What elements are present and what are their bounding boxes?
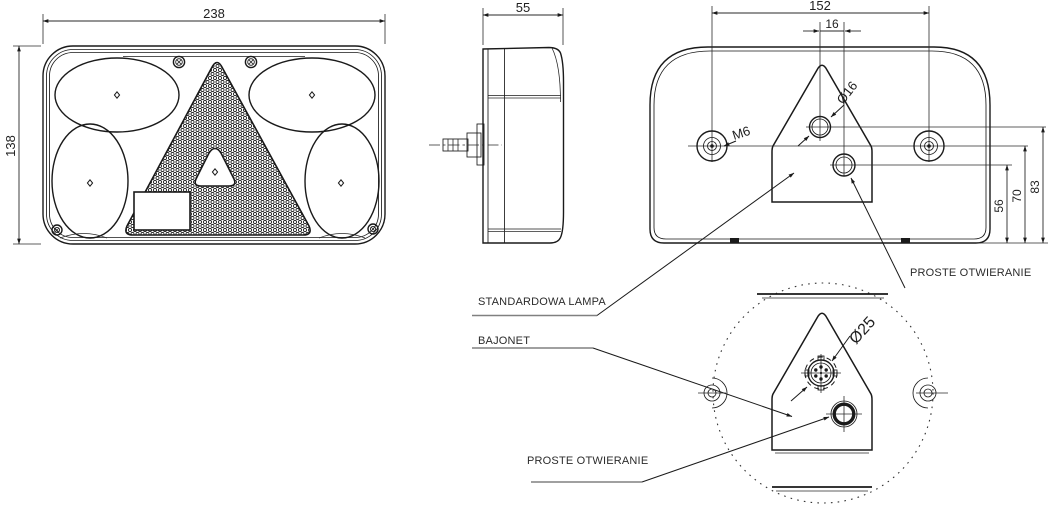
front-screw-left <box>172 55 186 69</box>
front-lens-side-left <box>51 123 129 239</box>
front-triangle-cutout <box>194 147 236 187</box>
detail-lower-hole <box>826 396 862 432</box>
side-depth-value: 55 <box>516 0 530 15</box>
lower-hole-height-value: 56 <box>992 199 1006 213</box>
front-view: 238 138 <box>3 6 386 245</box>
simple-opening-label-upper: PROSTE OTWIERANIE <box>910 267 1031 279</box>
bayonet-label: BAJONET <box>478 335 530 347</box>
detail-view-bayonet: Ø25 <box>698 282 948 504</box>
front-height-dimension: 138 <box>3 45 41 245</box>
bayonet-pins <box>814 365 828 381</box>
stud-height-dimension: 70 <box>1010 145 1027 244</box>
stud-thread-value: M6 <box>730 123 752 143</box>
standard-lamp-label: STANDARDOWA LAMPA <box>478 296 606 308</box>
rear-lamp-body <box>649 46 991 244</box>
simple-opening-callout-upper: PROSTE OTWIERANIE <box>850 177 1031 289</box>
bayonet-diameter-callout: Ø25 <box>790 314 879 402</box>
side-depth-dimension: 55 <box>482 0 564 45</box>
upper-hole-diameter-value: Ø16 <box>834 78 861 107</box>
side-lens-curve <box>551 47 561 103</box>
detail-stud-right <box>912 377 948 409</box>
front-lens-side-right <box>304 123 380 239</box>
bayonet-callout: BAJONET <box>472 335 793 417</box>
front-screw-right <box>244 55 258 69</box>
rear-view: 152 16 <box>649 0 1048 289</box>
front-lens-arc-left <box>59 233 108 239</box>
side-view: 55 <box>429 0 565 244</box>
front-lens-arc-right <box>318 233 366 239</box>
lower-hole-height-dimension: 56 <box>992 164 1009 244</box>
front-corner-screw-left <box>51 224 63 236</box>
front-width-value: 238 <box>203 6 225 21</box>
bottom-clip-right <box>901 238 910 244</box>
detail-stud-left <box>698 377 728 409</box>
rear-stud-spacing-dimension: 152 <box>711 0 930 162</box>
callout-labels: STANDARDOWA LAMPA BAJONET PROSTE OTWIERA… <box>472 172 830 483</box>
front-lamp-body <box>42 45 386 245</box>
stud-thread-callout: M6 <box>723 123 752 147</box>
rear-lower-hole <box>832 153 856 177</box>
bayonet-diameter-value: Ø25 <box>846 314 879 348</box>
upper-hole-height-dimension: 83 <box>1028 126 1045 244</box>
stud-spacing-value: 152 <box>809 0 831 13</box>
front-width-dimension: 238 <box>42 6 386 44</box>
side-lamp-body <box>429 46 565 244</box>
stud-height-value: 70 <box>1010 189 1024 203</box>
simple-opening-callout-lower: PROSTE OTWIERANIE <box>527 416 830 483</box>
simple-opening-label-lower: PROSTE OTWIERANIE <box>527 455 648 467</box>
bottom-clip-left <box>730 238 739 244</box>
front-corner-screw-right <box>367 223 379 235</box>
side-mounting-stud <box>429 123 502 166</box>
front-lens-top-left <box>54 57 180 133</box>
bayonet-connector <box>801 354 841 393</box>
front-plate-cutout <box>133 191 191 231</box>
upper-hole-height-value: 83 <box>1028 180 1042 194</box>
front-height-value: 138 <box>3 135 18 157</box>
rear-lamp-mounting-plate <box>771 64 873 203</box>
standard-lamp-callout: STANDARDOWA LAMPA <box>472 172 795 317</box>
rear-upper-hole <box>808 115 832 139</box>
detail-boundary-circle <box>712 282 934 504</box>
bulb-position-markers <box>86 91 345 187</box>
front-lens-top-right <box>248 57 376 133</box>
detail-mounting-plate <box>771 312 873 451</box>
hole-spacing-value: 16 <box>825 17 839 31</box>
rear-stud-right <box>913 130 945 162</box>
